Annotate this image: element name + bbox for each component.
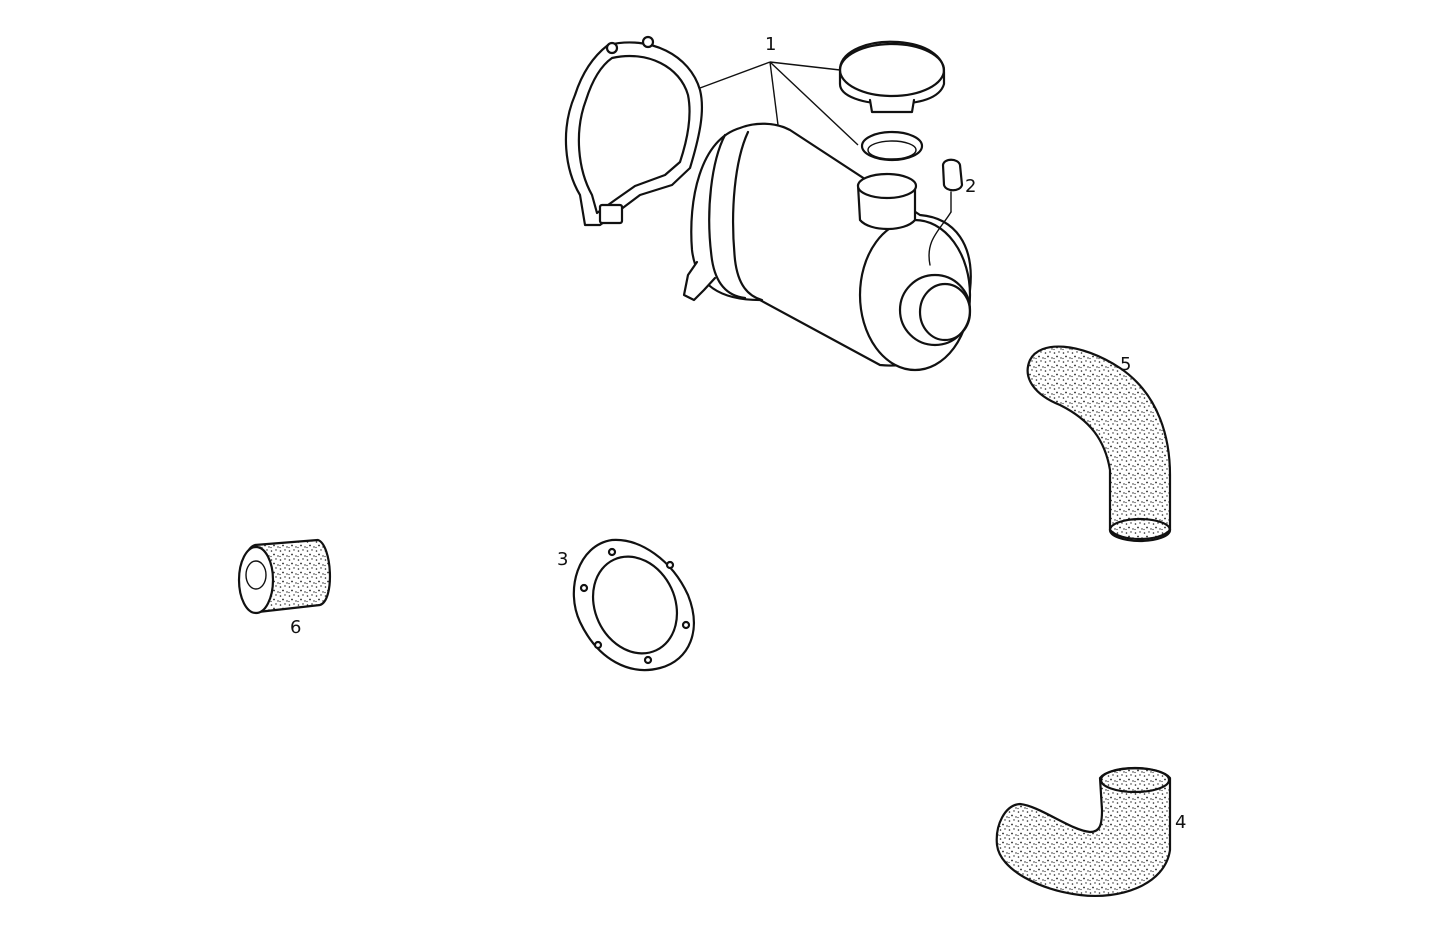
gasket-3 — [572, 538, 695, 672]
ring — [860, 130, 924, 162]
callout-6: 6 — [290, 617, 301, 638]
callout-4: 4 — [1175, 812, 1186, 833]
clamp-band — [564, 35, 704, 227]
cap — [838, 40, 946, 114]
callout-1-leaders — [699, 61, 859, 146]
callout-3: 3 — [557, 549, 568, 570]
hose-5 — [1026, 345, 1172, 543]
air-filter-housing — [682, 122, 972, 372]
hose-6 — [237, 538, 331, 615]
callout-5: 5 — [1120, 354, 1131, 375]
hose-4 — [995, 766, 1172, 897]
callout-2: 2 — [965, 176, 976, 197]
service-indicator — [928, 158, 964, 266]
callout-1: 1 — [765, 34, 776, 55]
